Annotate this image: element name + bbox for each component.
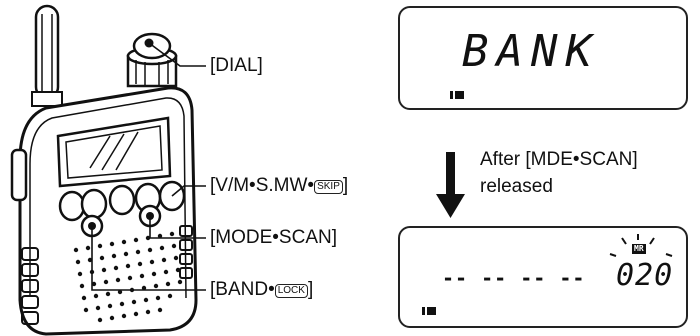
lock-key-box: LOCK bbox=[274, 284, 308, 298]
lcd-display-top: BANK bbox=[398, 6, 688, 110]
band-callout-suffix: ] bbox=[307, 279, 314, 300]
lcd-channel-number: 020 bbox=[616, 258, 674, 293]
transition-line-1: After [MDE•SCAN] bbox=[480, 149, 638, 170]
radio-lcd bbox=[56, 116, 172, 188]
leader-lines bbox=[91, 42, 206, 291]
dial-callout: [DIAL] bbox=[210, 55, 263, 76]
band-lock-callout: [BAND•LOCK] bbox=[210, 280, 313, 300]
lcd-top-text: BANK bbox=[462, 26, 600, 77]
lcd-top-indicator bbox=[450, 91, 464, 99]
lcd-display-bottom: -- -- -- -- MR 020 bbox=[398, 226, 688, 328]
band-callout-prefix: [BAND• bbox=[210, 279, 275, 300]
dial-knob bbox=[126, 32, 178, 88]
side-ridges bbox=[21, 225, 193, 325]
vm-callout-prefix: [V/M•S.MW• bbox=[210, 175, 315, 196]
antenna bbox=[31, 4, 63, 107]
radio-buttons bbox=[58, 180, 186, 238]
side-button bbox=[10, 148, 28, 202]
lcd-bottom-dashes: -- -- -- -- bbox=[442, 266, 586, 290]
skip-key-box: SKIP bbox=[314, 180, 343, 194]
transition-note: After [MDE•SCAN] released bbox=[480, 146, 638, 200]
lcd-bottom-indicator bbox=[422, 307, 436, 315]
down-arrow bbox=[436, 152, 465, 218]
vm-smw-skip-callout: [V/M•S.MW•SKIP] bbox=[210, 176, 348, 196]
vm-callout-suffix: ] bbox=[342, 175, 349, 196]
blink-marks-icon bbox=[609, 234, 673, 257]
mr-badge: MR bbox=[632, 244, 646, 254]
transition-line-2: released bbox=[480, 176, 553, 197]
mode-scan-callout: [MODE•SCAN] bbox=[210, 227, 337, 248]
